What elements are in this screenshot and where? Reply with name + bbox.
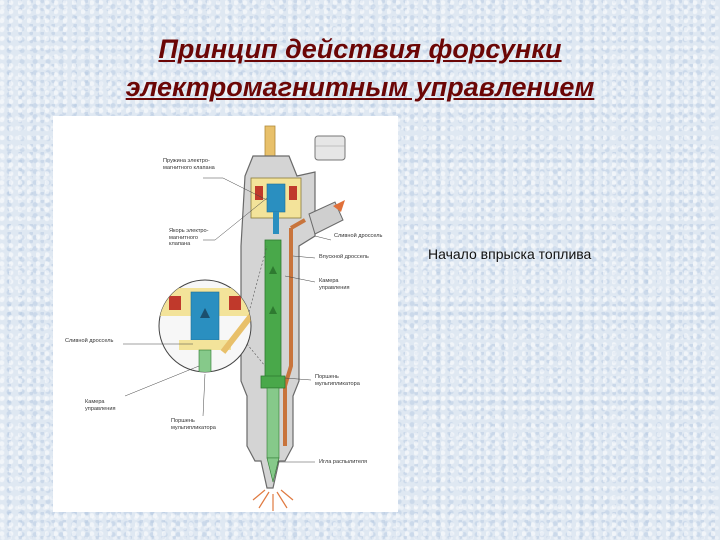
injector-drawing — [123, 125, 346, 511]
armature-stem — [273, 212, 279, 234]
leader-piston-left — [202, 373, 206, 417]
spray-fan — [252, 489, 294, 511]
solenoid-armature — [266, 183, 286, 213]
multiplier-piston — [260, 375, 286, 389]
label-control-chamber-left: Камера управления — [85, 399, 116, 412]
electrical-connector — [314, 135, 346, 161]
label-multiplier-piston-left: Поршень мультипликатора — [171, 418, 216, 431]
spray-needle — [266, 387, 280, 459]
label-valve-spring: Пружина электро- магнитного клапана — [163, 158, 215, 171]
leader-chamber-right — [284, 275, 316, 283]
high-pressure-channel — [283, 228, 293, 446]
injector-diagram: Пружина электро- магнитного клапана Якор… — [53, 116, 398, 512]
return-connector — [264, 125, 276, 157]
label-multiplier-piston-right: Поршень мультипликатора — [315, 374, 360, 387]
injection-start-caption: Начало впрыска топлива — [428, 246, 592, 262]
leader-chamber-left — [124, 365, 200, 397]
leader-piston-right — [284, 377, 312, 381]
label-spray-needle: Игла распылителя — [319, 459, 368, 465]
leader-drain-right — [314, 235, 332, 241]
leader-valve-spring — [203, 177, 268, 201]
high-pressure-inlet — [308, 201, 344, 235]
label-solenoid-armature: Якорь электро- магнитного клапана — [169, 228, 209, 247]
inlet-arrow — [333, 200, 345, 212]
label-drain-throttle-left: Сливной дроссель — [65, 338, 114, 344]
label-drain-throttle-right: Сливной дроссель — [334, 233, 383, 239]
label-inlet-throttle: Впускной дроссель — [319, 254, 369, 260]
solenoid-coil-right — [289, 186, 297, 200]
solenoid-coil-left — [255, 186, 263, 200]
leader-inlet — [292, 255, 316, 259]
leader-armature — [203, 197, 268, 241]
title-line-1: Принцип действия форсунки — [158, 34, 562, 64]
label-control-chamber-right: Камера управления — [319, 278, 350, 291]
slide-title: Принцип действия форсунки электромагнитн… — [0, 30, 720, 106]
title-line-2: электромагнитным управлением — [125, 72, 595, 102]
